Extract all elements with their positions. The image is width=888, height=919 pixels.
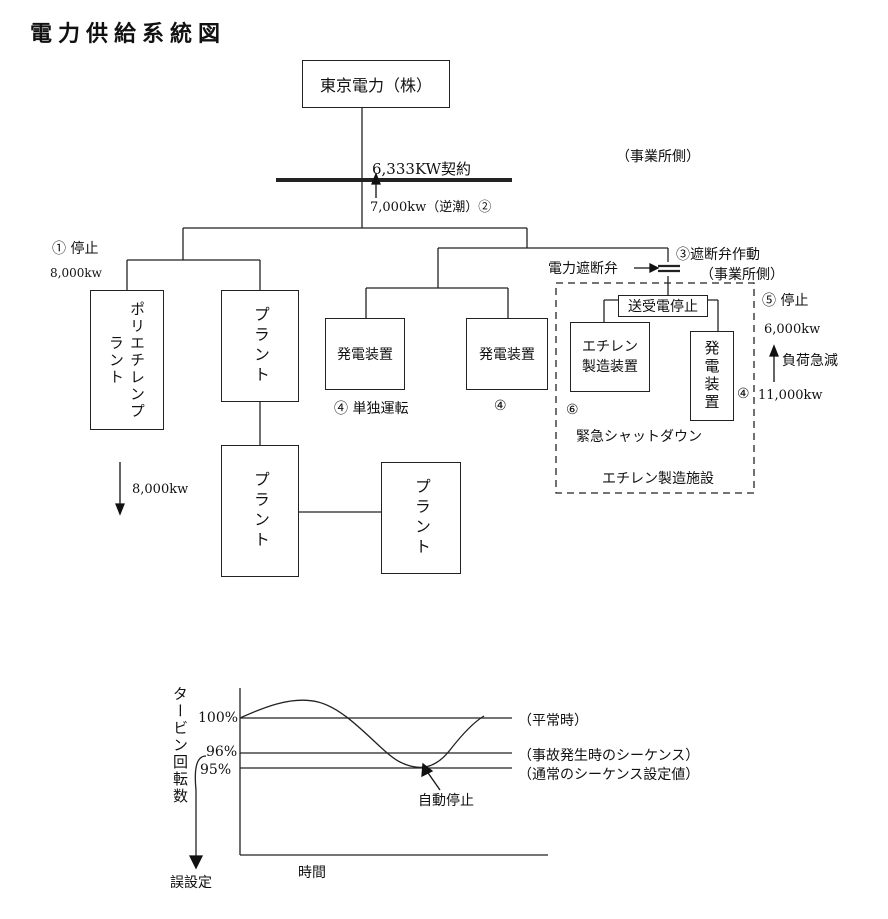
kw-11000: 11,000kw — [758, 388, 823, 403]
down-kw-label: 8,000kw — [132, 482, 189, 497]
ethylene-unit-label: エチレン製造装置 — [582, 339, 638, 375]
gen-unit-num: ④ — [737, 386, 750, 402]
polyethylene-plant-box: ポリエチレンプラント — [90, 290, 164, 430]
reverse-flow-label: 7,000kw（逆潮）② — [370, 200, 492, 215]
kw-6000: 6,000kw — [764, 322, 821, 337]
contract-label: 6,333KW契約 — [372, 160, 472, 178]
emergency-number: ⑥ — [566, 402, 579, 418]
plant-c-box: プラント — [381, 462, 461, 574]
gen-unit-box: 発電装置 — [690, 331, 734, 421]
breaker-label: 電力遮断弁 — [548, 261, 618, 277]
plant-b-box: プラント — [221, 445, 299, 577]
auto-stop-label: 自動停止 — [418, 793, 474, 809]
load-drop-label: 負荷急減 — [782, 353, 838, 369]
generator-2-box: 発電装置 — [466, 318, 548, 390]
plant-b-label: プラント — [251, 471, 270, 551]
generator-1-note: ④ 単独運転 — [334, 401, 409, 417]
plant-a-label: プラント — [251, 306, 270, 386]
stop-1-kw: 8,000kw — [50, 266, 102, 280]
mis-set-label: 誤設定 — [170, 875, 212, 891]
stop-5-label: ⑤ 停止 — [762, 293, 809, 309]
ethylene-unit-box: エチレン製造装置 — [570, 322, 650, 392]
y-tick-95: 95% — [200, 762, 232, 778]
utility-box: 東京電力（株） — [302, 60, 450, 108]
generator-1-box: 発電装置 — [325, 318, 405, 390]
accident-label: （事故発生時のシーケンス） — [518, 748, 700, 764]
graph-y-label: タービン回転数 — [171, 686, 189, 805]
x-axis-label: 時間 — [298, 865, 326, 881]
usual-label: （通常のシーケンス設定値） — [518, 767, 700, 783]
plant-c-label: プラント — [412, 478, 431, 558]
breaker-action: ③遮断弁作動 — [676, 247, 760, 263]
y-tick-100: 100% — [198, 710, 239, 726]
normal-label: （平常時） — [518, 713, 588, 729]
graph-y-label-box: タービン回転数 — [170, 686, 191, 809]
stop-1-label: ① 停止 — [52, 241, 99, 257]
send-stop-box: 送受電停止 — [618, 295, 708, 317]
breaker-side: （事業所側） — [700, 267, 784, 283]
emergency-shutdown: 緊急シャットダウン — [576, 429, 702, 445]
facility-label: エチレン製造施設 — [602, 471, 714, 487]
generator-2-note: ④ — [494, 398, 507, 414]
polyethylene-plant-label: ポリエチレンプラント — [107, 300, 146, 420]
y-tick-96: 96% — [206, 744, 238, 760]
gen-unit-label: 発電装置 — [702, 340, 721, 412]
page-title: 電力供給系統図 — [30, 22, 227, 47]
side-label: （事業所側） — [616, 149, 700, 165]
plant-a-box: プラント — [221, 290, 299, 402]
